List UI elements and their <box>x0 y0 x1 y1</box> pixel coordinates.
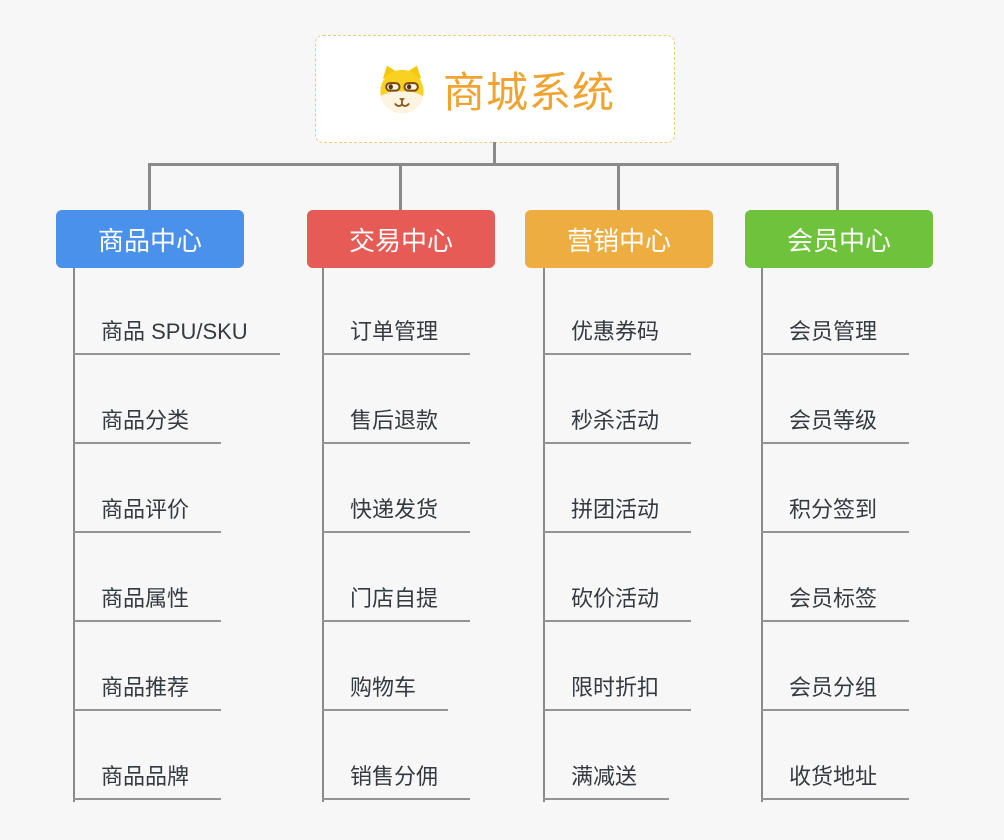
branch-node-label: 商品中心 <box>97 225 202 256</box>
leaf-node[interactable]: 商品品牌 <box>73 762 222 800</box>
connector-column-spine <box>73 268 75 802</box>
leaf-node[interactable]: 商品 SPU/SKU <box>73 317 280 355</box>
connector-column-spine <box>322 268 324 802</box>
leaf-node[interactable]: 会员管理 <box>761 317 910 355</box>
shiba-dog-icon <box>375 64 429 114</box>
connector-column-spine <box>761 268 763 802</box>
leaf-node[interactable]: 会员等级 <box>761 406 910 444</box>
leaf-node[interactable]: 拼团活动 <box>543 495 692 533</box>
connector-root-stub <box>493 142 496 166</box>
leaf-node[interactable]: 积分签到 <box>761 495 910 533</box>
branch-node-label: 会员中心 <box>786 225 891 256</box>
leaf-node[interactable]: 销售分佣 <box>322 762 471 800</box>
leaf-node[interactable]: 快递发货 <box>322 495 471 533</box>
root-node-title: 商城系统 <box>442 68 615 116</box>
leaf-node[interactable]: 收货地址 <box>761 762 910 800</box>
leaf-node[interactable]: 满减送 <box>543 762 670 800</box>
leaf-node[interactable]: 砍价活动 <box>543 584 692 622</box>
branch-node-label: 交易中心 <box>348 225 453 256</box>
leaf-node[interactable]: 会员分组 <box>761 673 910 711</box>
leaf-node[interactable]: 商品评价 <box>73 495 222 533</box>
connector-trunk <box>148 163 839 166</box>
leaf-node[interactable]: 商品属性 <box>73 584 222 622</box>
connector-drop <box>148 165 151 211</box>
branch-node-member-center[interactable]: 会员中心 <box>745 210 933 268</box>
branch-node-product-center[interactable]: 商品中心 <box>56 210 244 268</box>
leaf-node[interactable]: 会员标签 <box>761 584 910 622</box>
leaf-node[interactable]: 秒杀活动 <box>543 406 692 444</box>
leaf-node[interactable]: 限时折扣 <box>543 673 692 711</box>
branch-node-trade-center[interactable]: 交易中心 <box>307 210 495 268</box>
leaf-node[interactable]: 商品推荐 <box>73 673 222 711</box>
connector-drop <box>399 165 402 211</box>
leaf-node[interactable]: 订单管理 <box>322 317 471 355</box>
leaf-node[interactable]: 购物车 <box>322 673 449 711</box>
leaf-node[interactable]: 商品分类 <box>73 406 222 444</box>
leaf-node[interactable]: 门店自提 <box>322 584 471 622</box>
branch-node-label: 营销中心 <box>566 225 671 256</box>
branch-node-marketing-center[interactable]: 营销中心 <box>525 210 713 268</box>
leaf-node[interactable]: 售后退款 <box>322 406 471 444</box>
connector-drop <box>836 165 839 211</box>
connector-drop <box>617 165 620 211</box>
root-node[interactable]: 商城系统 <box>315 35 675 143</box>
leaf-node[interactable]: 优惠券码 <box>543 317 692 355</box>
connector-column-spine <box>543 268 545 802</box>
